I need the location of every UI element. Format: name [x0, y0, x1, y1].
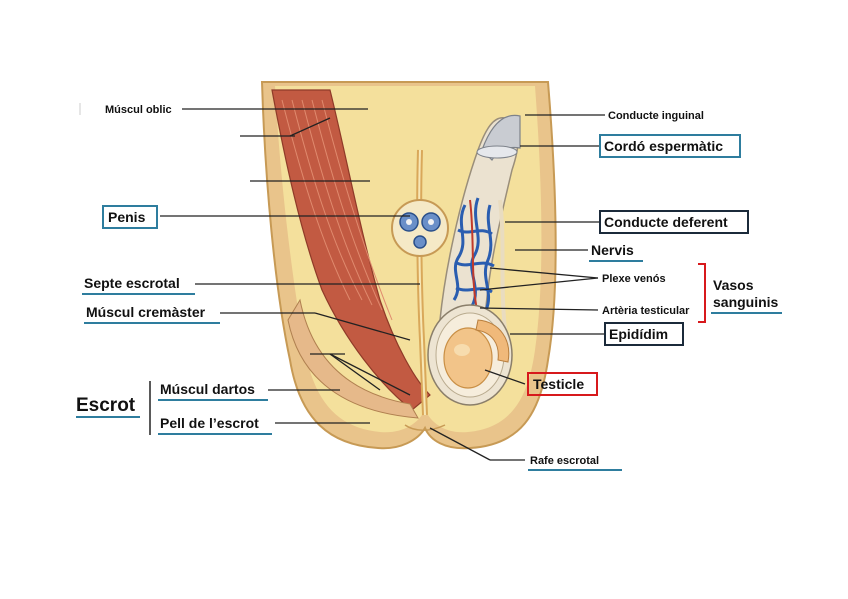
- label-conducte-inguinal: Conducte inguinal: [608, 110, 704, 122]
- label-arteria-testicular: Artèria testicular: [602, 305, 690, 317]
- label-vasos-line2: sanguinis: [713, 294, 779, 310]
- penis-cross-section: [391, 199, 449, 257]
- box-penis: [102, 205, 158, 229]
- label-muscul-cremaster: Múscul cremàster: [86, 304, 206, 320]
- box-cordo-espermatic: [599, 134, 741, 158]
- label-muscul-oblic: Múscul oblic: [105, 104, 172, 116]
- label-septe-escrotal: Septe escrotal: [84, 275, 180, 291]
- anatomy-illustration: [260, 81, 557, 450]
- label-escrot: Escrot: [76, 395, 136, 416]
- testis: [427, 304, 513, 406]
- leader-lines: [160, 108, 605, 461]
- label-pell-escrot: Pell de l’escrot: [160, 415, 259, 431]
- label-vasos-line1: Vasos: [713, 277, 754, 293]
- label-conducte-deferent: Conducte deferent: [604, 214, 728, 230]
- label-testicle: Testicle: [533, 376, 584, 392]
- scrotal-raphe-fold: [404, 424, 446, 431]
- vas-deferens-duct: [498, 199, 507, 331]
- label-rafe-escrotal: Rafe escrotal: [530, 455, 599, 467]
- label-plexe-venos: Plexe venós: [602, 273, 666, 285]
- label-nervis: Nervis: [591, 242, 634, 258]
- box-epididim: [604, 322, 684, 346]
- vasos-bracket: [698, 263, 706, 323]
- box-conducte-deferent: [599, 210, 749, 234]
- left-compartment: [287, 298, 419, 419]
- label-muscul-dartos: Múscul dartos: [160, 381, 255, 397]
- testicular-artery: [469, 199, 479, 316]
- label-cordo-espermatic: Cordó espermàtic: [604, 138, 723, 154]
- epididymis: [475, 319, 510, 363]
- label-epididim: Epidídim: [609, 326, 668, 342]
- label-penis: Penis: [108, 209, 146, 225]
- box-testicle: [527, 372, 598, 396]
